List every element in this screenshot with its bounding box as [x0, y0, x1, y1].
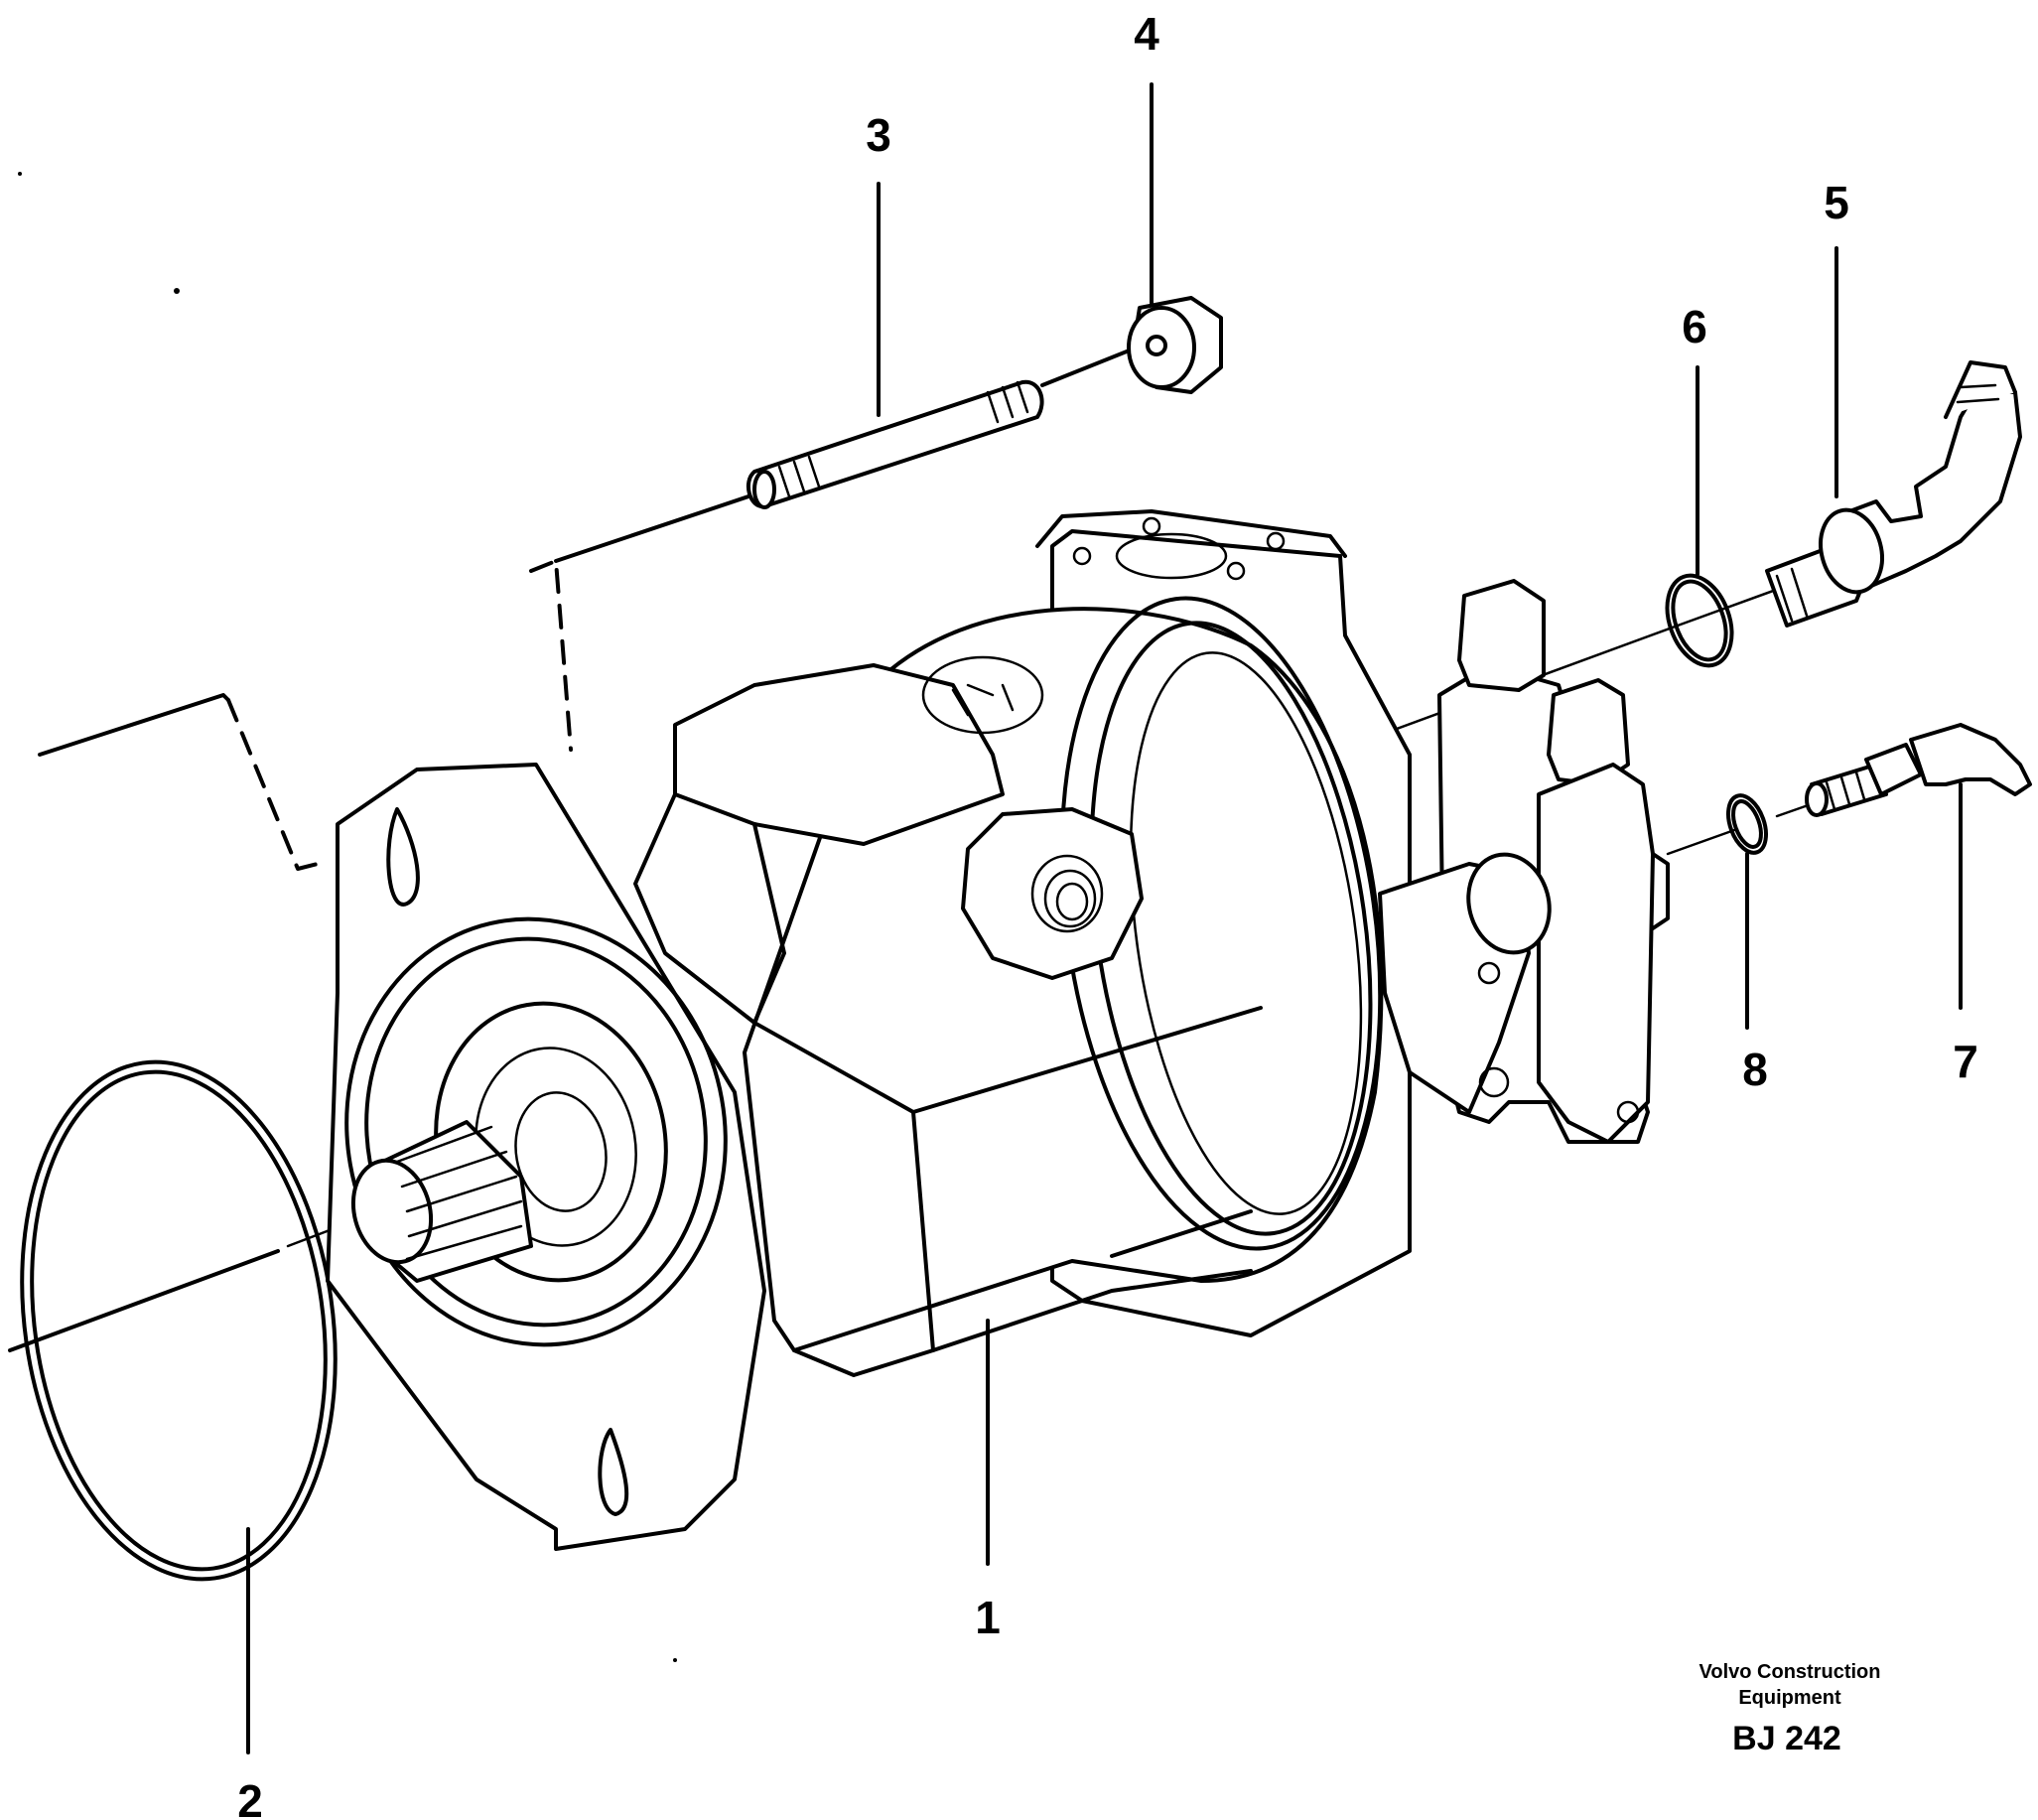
callout-4: 4: [1134, 8, 1159, 60]
leader-lines: [246, 82, 1963, 1754]
o-ring-large: [20, 1059, 338, 1582]
callout-8: 8: [1742, 1044, 1768, 1095]
stud-bolt: [746, 379, 1044, 509]
o-ring-6: [1665, 573, 1734, 668]
flange-nut: [1127, 296, 1223, 394]
callout-1: 1: [975, 1592, 1001, 1643]
callout-7: 7: [1953, 1036, 1978, 1087]
elbow-fitting-small: [1805, 723, 2032, 817]
elbow-fitting-large: [1765, 360, 2022, 628]
control-valve: [1378, 579, 1670, 1144]
callout-5: 5: [1824, 177, 1849, 228]
drawing-code: BJ 242: [1732, 1720, 1841, 1757]
callout-6: 6: [1682, 301, 1707, 352]
credit-line-2: Equipment: [1738, 1687, 1841, 1709]
credit-line-1: Volvo Construction: [1699, 1661, 1881, 1683]
o-ring-8: [1726, 793, 1768, 855]
callout-2: 2: [237, 1775, 263, 1820]
hydraulic-pump: [326, 509, 1412, 1551]
callout-3: 3: [866, 109, 891, 161]
